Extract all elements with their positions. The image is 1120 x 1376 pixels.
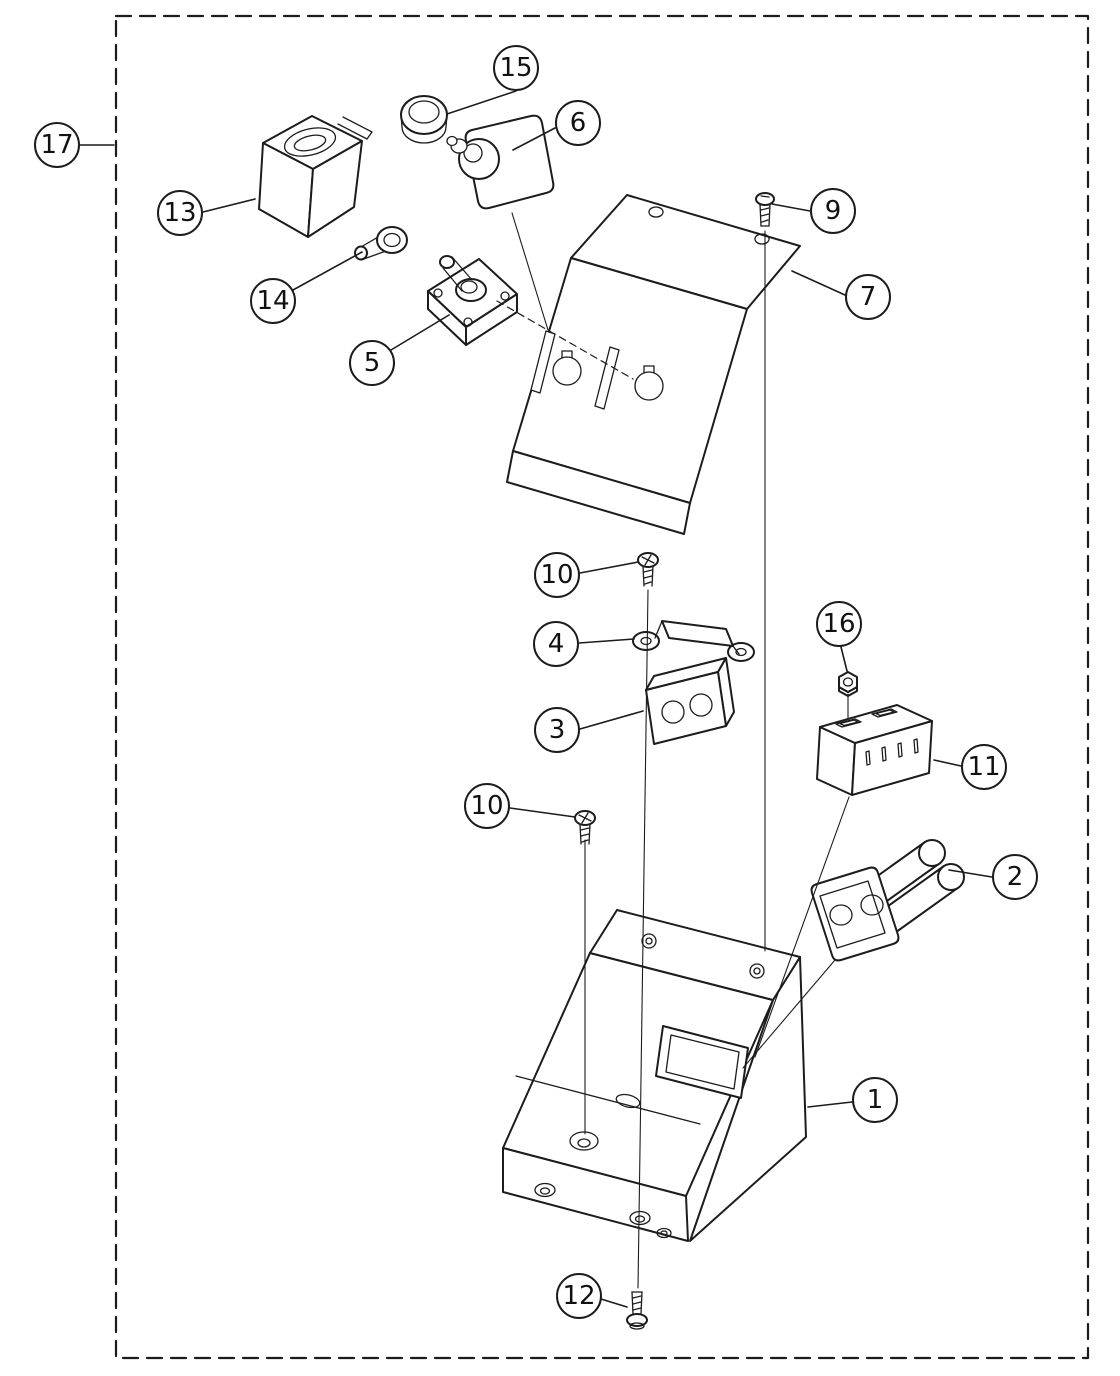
assembly-axis-lines <box>496 212 850 1289</box>
part-terminal-block-11 <box>816 704 933 796</box>
part-toggle-switch-5 <box>427 255 518 346</box>
part-spacer-block-3 <box>645 657 735 745</box>
callout-17: 17 <box>34 122 80 168</box>
part-clamp-strap-4 <box>632 620 755 662</box>
callout-10-a: 10 <box>534 552 580 598</box>
part-screw-10-upper <box>637 552 659 587</box>
part-plunger-pin-14 <box>354 226 408 261</box>
callout-leader-lines <box>79 90 993 1308</box>
callout-1: 1 <box>852 1077 898 1123</box>
part-nut-16 <box>838 671 858 697</box>
callout-5: 5 <box>349 340 395 386</box>
part-connector-2 <box>810 839 965 962</box>
callout-2: 2 <box>992 854 1038 900</box>
callout-9: 9 <box>810 188 856 234</box>
callout-3: 3 <box>534 707 580 753</box>
callout-10-b: 10 <box>464 783 510 829</box>
callout-11: 11 <box>961 744 1007 790</box>
callout-16: 16 <box>816 601 862 647</box>
part-button-cap-15 <box>400 95 448 144</box>
part-switch-housing-13 <box>258 115 373 238</box>
callout-14: 14 <box>250 278 296 324</box>
callout-7: 7 <box>845 274 891 320</box>
part-screw-12 <box>626 1291 648 1330</box>
part-base-enclosure-1 <box>502 909 807 1242</box>
part-knob-switch-6 <box>446 114 555 210</box>
callout-6: 6 <box>555 100 601 146</box>
assembly-boundary-dashed-frame <box>114 14 1090 1360</box>
part-screw-10-lower <box>574 810 596 845</box>
callout-12: 12 <box>556 1273 602 1319</box>
part-screw-9 <box>755 192 775 227</box>
part-control-panel-bracket-7 <box>506 194 801 535</box>
callout-15: 15 <box>493 45 539 91</box>
callout-13: 13 <box>157 190 203 236</box>
callout-4: 4 <box>533 621 579 667</box>
